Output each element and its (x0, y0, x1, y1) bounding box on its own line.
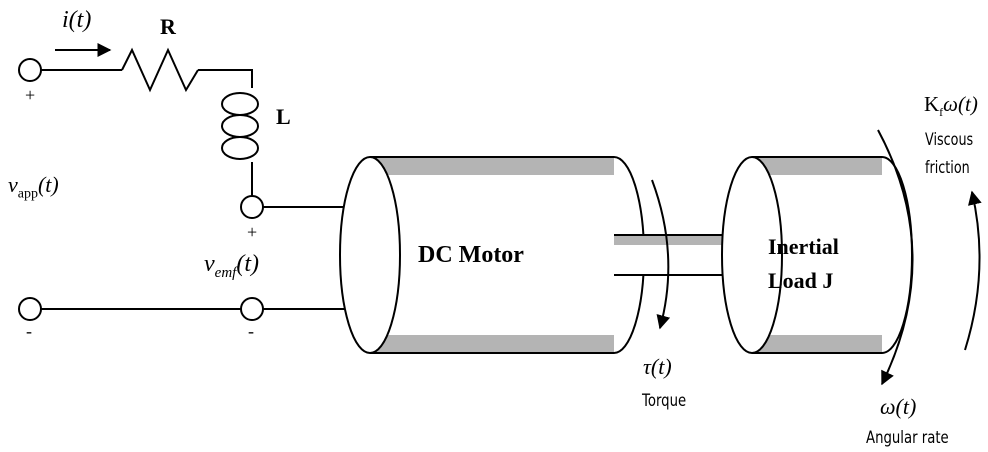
resistor-label: R (160, 14, 176, 39)
inertial-load-label: Inertial Load J (768, 234, 839, 293)
angular-rate-arrow (877, 129, 914, 386)
resistor-symbol (121, 47, 199, 93)
dc-motor-cylinder (339, 156, 645, 354)
inertial-load-cylinder (721, 156, 913, 354)
dc-motor-label: DC Motor (418, 242, 524, 268)
viscous-friction-caption-1: Viscous (925, 130, 974, 150)
terminal-bottom-left (18, 297, 42, 321)
inductor-symbol (221, 92, 259, 160)
wire-to-inductor (198, 69, 253, 88)
v-emf-label: vemf(t) (204, 251, 259, 281)
terminal-emf-bottom (240, 297, 264, 321)
terminal-top-left (18, 58, 42, 82)
minus-sign-emf: - (248, 321, 254, 341)
minus-sign-bottom-left: - (26, 321, 32, 341)
torque-arrow (651, 179, 671, 330)
viscous-friction-caption-2: friction (925, 158, 970, 178)
torque-caption: Torque (642, 391, 687, 411)
angular-rate-symbol: ω(t) (880, 394, 917, 419)
current-label: i(t) (62, 7, 92, 33)
torque-symbol: τ(t) (643, 354, 672, 379)
v-app-label: vapp(t) (8, 172, 59, 202)
angular-rate-caption: Angular rate (866, 428, 949, 448)
inductor-label: L (276, 104, 291, 129)
plus-sign-top-left: + (25, 85, 36, 105)
plus-sign-emf: + (247, 222, 258, 242)
viscous-friction-symbol: Kfω(t) (924, 92, 978, 120)
terminal-emf-top (240, 195, 264, 219)
viscous-friction-arrow (964, 190, 982, 351)
